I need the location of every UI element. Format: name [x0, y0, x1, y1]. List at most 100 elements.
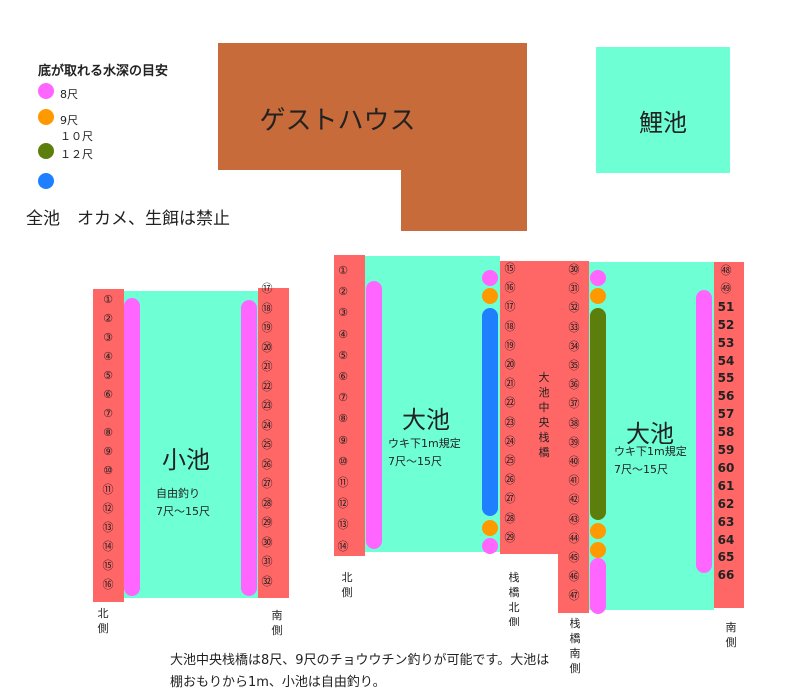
- seat-number: ⑤: [338, 348, 348, 362]
- seat-number: ⑮: [102, 559, 114, 572]
- seat-number: ⑭: [337, 539, 349, 553]
- seat-number: ㉕: [504, 454, 516, 467]
- seat-number: ㉜: [261, 574, 273, 588]
- seat-number: ㉛: [568, 282, 580, 296]
- seat-number: ㊼: [568, 589, 580, 603]
- seat-number: ⑯: [504, 281, 516, 295]
- legend-swatch: [38, 83, 54, 99]
- seat-number: ㉘: [261, 496, 273, 510]
- seat-number: ⑪: [102, 483, 114, 496]
- small-pond-8shaku-bar-left: [124, 298, 140, 596]
- seat-number: ⑦: [103, 407, 113, 420]
- seat-number: ㊻: [568, 570, 580, 584]
- legend-title: 底が取れる水深の目安: [38, 64, 169, 79]
- seat-number: ㉓: [504, 415, 516, 429]
- seat-number: ②: [103, 312, 113, 325]
- seat-number: 54: [717, 353, 735, 368]
- seat-number: 66: [717, 568, 735, 583]
- seat-number: ㊷: [568, 493, 580, 507]
- seat-number: 60: [717, 460, 735, 475]
- seat-number: ④: [338, 327, 348, 341]
- center-pier-label: 大池中央栈橋: [538, 371, 550, 459]
- seat-number: ②: [338, 285, 348, 299]
- small-pond-title: 小池: [162, 446, 210, 474]
- small-pond-south-bank: [258, 288, 289, 598]
- guesthouse: [218, 43, 527, 170]
- seat-number: ⑨: [338, 433, 348, 447]
- seat-number: ㉔: [261, 418, 273, 432]
- seat-number: ㉓: [261, 399, 273, 412]
- seat-number: 61: [717, 478, 735, 493]
- legend-label: 9尺: [60, 114, 78, 127]
- seat-number: ①: [338, 264, 348, 277]
- seat-number: ㉜: [568, 301, 580, 315]
- seat-number: ㉟: [568, 359, 580, 372]
- seat-number: ⑪: [337, 476, 349, 489]
- pier-west-deep-bar: [482, 308, 498, 516]
- seat-number: ㉙: [504, 530, 516, 544]
- seat-number: 56: [717, 389, 735, 404]
- seat-number: ㊹: [568, 531, 580, 545]
- seat-number: 51: [717, 299, 735, 314]
- big-pond-east-depth: 7尺～15尺: [614, 463, 668, 476]
- seat-number: ㉖: [504, 473, 516, 487]
- pier-west-8shaku-dot-top: [482, 270, 498, 286]
- seat-number: 63: [717, 514, 735, 529]
- guesthouse-label: ゲストハウス: [259, 106, 416, 136]
- seat-number: ⑰: [261, 282, 273, 295]
- pier-west-9shaku-dot-bottom: [482, 520, 498, 536]
- seat-number: ⑯: [102, 578, 114, 591]
- small-pond-north-bank: [93, 289, 124, 602]
- seat-number: ㊽: [720, 264, 732, 277]
- pier-east-8shaku-dot-top: [590, 270, 606, 286]
- seat-number: ㉖: [261, 457, 273, 471]
- seat-number: ⑲: [504, 338, 516, 352]
- pier-east-9shaku-dot-top: [590, 288, 606, 304]
- seat-number: ⑬: [337, 518, 349, 532]
- seat-number: 52: [717, 317, 735, 332]
- seat-number: ⑥: [338, 370, 348, 383]
- legend-label: １２尺: [60, 148, 93, 161]
- seat-number: ㊵: [568, 455, 580, 468]
- seat-number: ⑮: [504, 262, 516, 275]
- seat-number: ⑧: [338, 412, 348, 426]
- small-pond-8shaku-bar-right: [241, 300, 257, 596]
- seat-number: ⑬: [102, 521, 114, 534]
- seat-number: ㉙: [261, 516, 273, 529]
- big-pond-east-title: 大池: [626, 420, 674, 448]
- seat-number: ⑩: [338, 454, 348, 468]
- seat-number: 59: [717, 443, 735, 457]
- seat-number: ⑫: [102, 502, 114, 515]
- legend-swatch: [38, 109, 54, 125]
- big-pond-west-depth: 7尺～15尺: [388, 455, 442, 468]
- small-pond-depth: 7尺～15尺: [156, 505, 210, 518]
- seat-number: ㉑: [261, 360, 273, 373]
- legend-swatch: [38, 143, 54, 159]
- seat-number: ④: [103, 350, 113, 363]
- small-pond-south-label: 南側: [271, 609, 283, 637]
- koi-pond: [596, 47, 730, 173]
- seat-number: ③: [103, 331, 113, 344]
- seat-number: ㉗: [504, 492, 516, 506]
- seat-number: ⑫: [337, 497, 349, 511]
- big-pond-east-water: [589, 262, 714, 610]
- seat-number: ㊲: [568, 397, 580, 411]
- seat-number: ㊾: [720, 281, 732, 295]
- seat-number: ㊸: [568, 512, 580, 526]
- seat-number: ㉕: [261, 438, 273, 451]
- big-pond-west-north-label: 北側: [341, 571, 353, 599]
- seat-number: ㉘: [504, 511, 516, 525]
- koi-pond-label: 鯉池: [639, 109, 687, 137]
- footer-note: 大池中央栈橋は8尺、9尺のチョウウチン釣りが可能です。大池は棚おもりから1m、小…: [170, 653, 550, 690]
- seat-number: ⑦: [338, 391, 348, 405]
- seat-number: 64: [717, 532, 735, 547]
- seat-number: ⑱: [261, 301, 273, 315]
- seat-number: ⑧: [103, 426, 113, 439]
- seat-number: ⑤: [103, 369, 113, 382]
- seat-number: 65: [717, 550, 735, 565]
- seat-number: ㊳: [568, 416, 580, 430]
- big-pond-east-8shaku-bar: [696, 290, 712, 573]
- seat-number: ⑨: [103, 445, 113, 458]
- seat-number: ㉛: [261, 555, 273, 568]
- seat-number: ㉚: [568, 263, 580, 276]
